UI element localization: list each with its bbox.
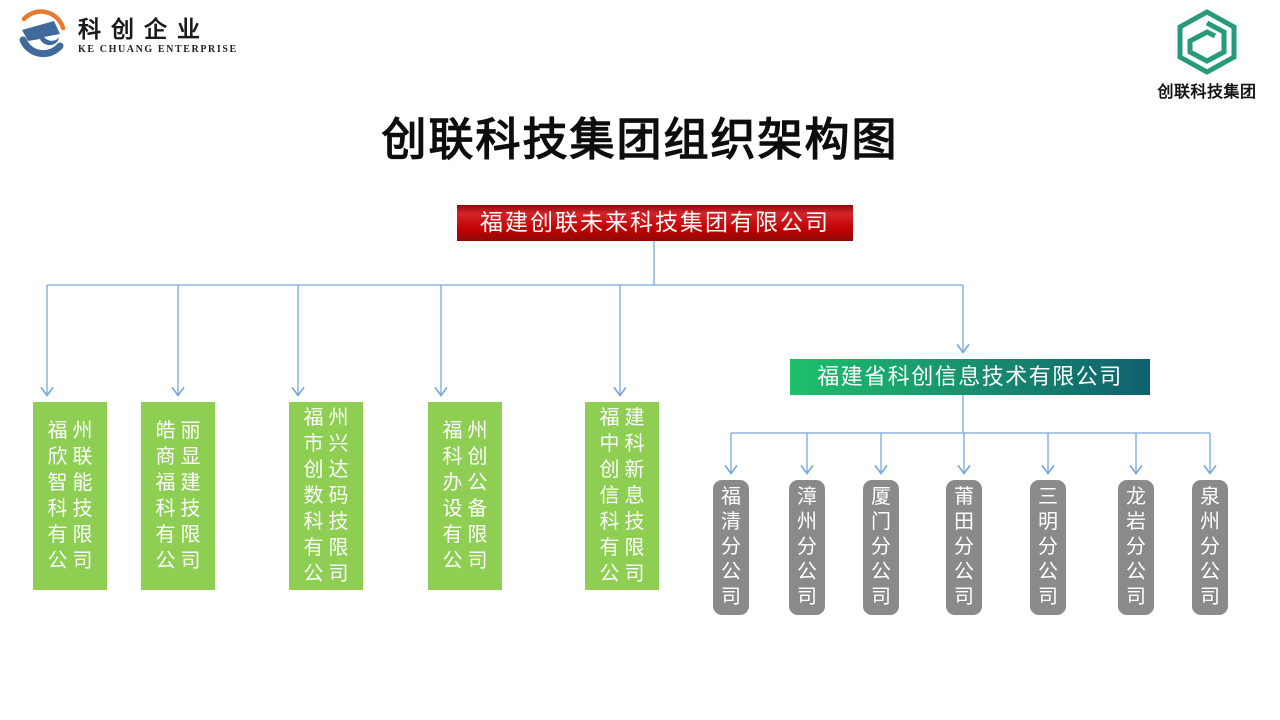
org-node-branch: 漳 州 分 公 司 (789, 480, 825, 615)
kechuang-logo-icon (19, 9, 66, 58)
kechuang-logo: 科创企业 KE CHUANG ENTERPRISE (14, 6, 238, 62)
org-node-subsidiary: 福建 中科 创新 信息 科技 有限 公司 (585, 402, 659, 590)
org-node-mid-company: 福建省科创信息技术有限公司 (790, 359, 1150, 395)
page-title: 创联科技集团组织架构图 (381, 115, 899, 165)
org-node-subsidiary: 皓丽 商显 福建 科技 有限 公司 (141, 402, 215, 590)
chuanglian-logo-icon (1177, 9, 1237, 75)
org-node-branch: 福 清 分 公 司 (713, 480, 749, 615)
org-node-branch: 泉 州 分 公 司 (1192, 480, 1228, 615)
org-node-subsidiary: 福州 科创 办公 设备 有限 公司 (428, 402, 502, 590)
org-node-branch: 龙 岩 分 公 司 (1118, 480, 1154, 615)
kechuang-logo-en-text: KE CHUANG ENTERPRISE (78, 44, 238, 55)
org-node-subsidiary: 福州 市兴 创达 数码 科技 有限 公司 (289, 402, 363, 590)
org-node-branch: 厦 门 分 公 司 (863, 480, 899, 615)
org-node-branch: 莆 田 分 公 司 (946, 480, 982, 615)
chuanglian-logo-label: 创联科技集团 (1157, 84, 1257, 101)
chuanglian-logo: 创联科技集团 (1155, 8, 1259, 102)
org-node-subsidiary: 福州 欣联 智能 科技 有限 公司 (33, 402, 107, 590)
kechuang-logo-cn-text: 科创企业 (78, 17, 210, 42)
org-node-root: 福建创联未来科技集团有限公司 (457, 205, 853, 241)
org-node-branch: 三 明 分 公 司 (1030, 480, 1066, 615)
